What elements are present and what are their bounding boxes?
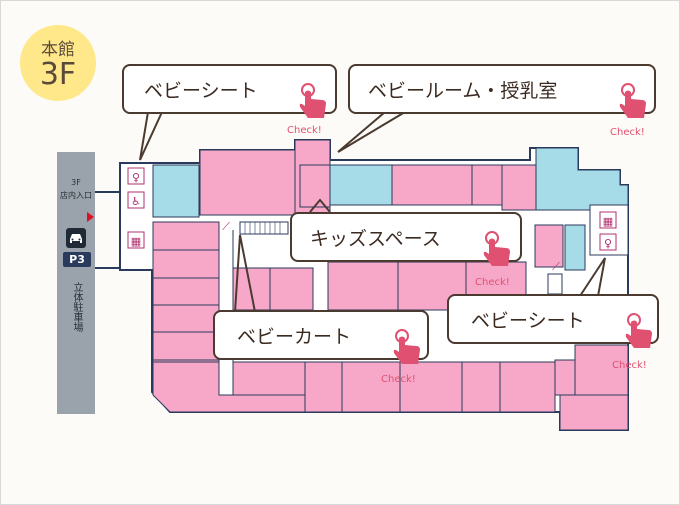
floor-badge: 本館 3F <box>20 25 96 101</box>
callout-label: ベビーシート <box>144 79 258 102</box>
tap-hand-icon <box>625 313 652 348</box>
svg-text:♀: ♀ <box>132 171 140 184</box>
parking-structure: 3F 店内入口 <box>57 152 95 414</box>
callout-baby-sheet-1[interactable]: ベビーシート <box>122 64 337 114</box>
tap-hand-icon <box>483 231 510 266</box>
parking-name: 立体駐車場 <box>71 282 82 332</box>
svg-text:♀: ♀ <box>604 237 612 250</box>
building-name: 本館 <box>41 40 75 60</box>
restroom-icon: ♀ <box>127 167 145 185</box>
callout-label: キッズスペース <box>310 227 441 250</box>
check-link[interactable]: Check! <box>610 127 645 138</box>
escalator-icon: ⟋ <box>222 220 230 233</box>
entrance-floor-label: 3F <box>71 178 81 187</box>
floor-level: 3F <box>39 57 77 92</box>
accessible-restroom-icon: ♿ <box>127 191 145 209</box>
restroom-icon-2: ♀ <box>599 233 617 251</box>
callout-baby-room[interactable]: ベビールーム・授乳室 <box>348 64 656 114</box>
svg-text:▦: ▦ <box>603 215 613 228</box>
check-link[interactable]: Check! <box>381 374 416 385</box>
entrance-label: 店内入口 <box>60 191 92 200</box>
callout-baby-cart[interactable]: ベビーカート <box>213 310 429 360</box>
baby-room-icon: ▦ <box>127 231 145 249</box>
callout-label: ベビーシート <box>471 309 585 332</box>
tap-hand-icon <box>393 329 420 364</box>
entrance-marker-icon <box>87 212 94 222</box>
callout-label: ベビールーム・授乳室 <box>368 79 558 102</box>
callout-label: ベビーカート <box>237 325 352 348</box>
parking-p3-badge: P3 <box>63 252 91 267</box>
callout-baby-sheet-2[interactable]: ベビーシート <box>447 294 659 344</box>
check-link[interactable]: Check! <box>287 125 322 136</box>
svg-text:▦: ▦ <box>131 235 141 248</box>
svg-text:♿: ♿ <box>131 195 141 208</box>
check-link[interactable]: Check! <box>612 360 647 371</box>
escalator-icon-2: ⟋ <box>552 260 560 273</box>
tap-hand-icon <box>619 83 646 118</box>
svg-text:⟋: ⟋ <box>222 220 230 233</box>
check-link[interactable]: Check! <box>475 277 510 288</box>
car-icon <box>66 228 86 248</box>
tap-hand-icon <box>299 83 326 118</box>
baby-room-icon-2: ▦ <box>599 211 617 229</box>
callout-kids-space[interactable]: キッズスペース <box>290 212 522 262</box>
svg-text:⟋: ⟋ <box>552 260 560 273</box>
